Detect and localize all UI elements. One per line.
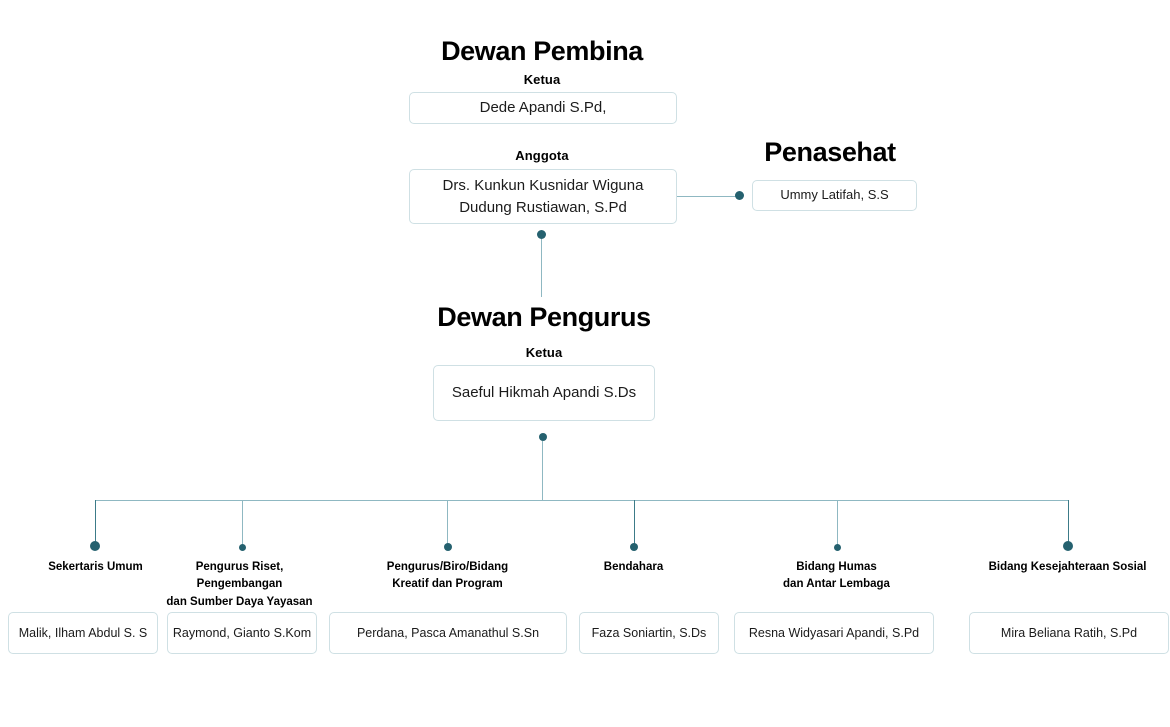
advisor-name: Ummy Latifah, S.S xyxy=(780,187,889,203)
unit-person-box-2[interactable]: Raymond, Gianto S.Kom xyxy=(167,612,317,654)
unit-label-6: Bidang Kesejahteraan Sosial xyxy=(988,561,1147,573)
connector-dot-unit-5 xyxy=(834,544,841,551)
connector-board-to-management xyxy=(541,239,542,297)
unit-label-1: Sekertaris Umum xyxy=(48,561,143,573)
connector-dot-advisor xyxy=(735,191,744,200)
board-chair-name: Dede Apandi S.Pd, xyxy=(479,99,607,117)
connector-dot-unit-3 xyxy=(444,543,452,551)
connector-board-to-advisor xyxy=(677,196,740,197)
connector-dot-unit-6 xyxy=(1063,541,1073,551)
connector-bus-bar xyxy=(95,500,1069,501)
connector-drop-4 xyxy=(634,500,635,545)
unit-label-4: Bendahara xyxy=(603,561,664,573)
unit-person-box-1[interactable]: Malik, Ilham Abdul S. S xyxy=(8,612,158,654)
unit-person-box-5[interactable]: Resna Widyasari Apandi, S.Pd xyxy=(734,612,934,654)
unit-person-box-6[interactable]: Mira Beliana Ratih, S.Pd xyxy=(969,612,1169,654)
board-chair-caption: Ketua xyxy=(523,72,561,87)
management-chair-name: Saeful Hikmah Apandi S.Ds xyxy=(451,384,637,402)
connector-drop-2 xyxy=(242,500,243,545)
unit-person-box-3[interactable]: Perdana, Pasca Amanathul S.Sn xyxy=(329,612,567,654)
unit-label-5: Bidang Humas dan Antar Lembaga xyxy=(783,561,890,591)
connector-drop-1 xyxy=(95,500,96,544)
management-chair-caption: Ketua xyxy=(525,345,563,360)
board-section-title: Dewan Pembina xyxy=(441,36,643,66)
advisor-box[interactable]: Ummy Latifah, S.S xyxy=(752,180,917,211)
management-section-title: Dewan Pengurus xyxy=(437,302,651,332)
connector-dot-unit-4 xyxy=(630,543,638,551)
unit-person-box-4[interactable]: Faza Soniartin, S.Ds xyxy=(579,612,719,654)
connector-dot-board-bottom xyxy=(537,230,546,239)
board-members-caption: Anggota xyxy=(515,148,569,163)
connector-management-to-bus xyxy=(542,441,543,501)
unit-label-3: Pengurus/Biro/Bidang Kreatif dan Program xyxy=(386,561,509,591)
connector-drop-6 xyxy=(1068,500,1069,543)
connector-dot-unit-1 xyxy=(90,541,100,551)
connector-drop-3 xyxy=(447,500,448,544)
board-member-2: Dudung Rustiawan, S.Pd xyxy=(459,198,627,216)
connector-dot-unit-2 xyxy=(239,544,246,551)
connector-drop-5 xyxy=(837,500,838,545)
board-members-box[interactable]: Drs. Kunkun Kusnidar Wiguna Dudung Rusti… xyxy=(409,169,677,224)
board-chair-box[interactable]: Dede Apandi S.Pd, xyxy=(409,92,677,124)
board-member-1: Drs. Kunkun Kusnidar Wiguna xyxy=(442,176,644,194)
management-chair-box[interactable]: Saeful Hikmah Apandi S.Ds xyxy=(433,365,655,421)
connector-dot-management-bottom xyxy=(539,433,547,441)
unit-label-2: Pengurus Riset, Pengembangan dan Sumber … xyxy=(166,561,313,608)
advisor-section-title: Penasehat xyxy=(764,137,896,167)
